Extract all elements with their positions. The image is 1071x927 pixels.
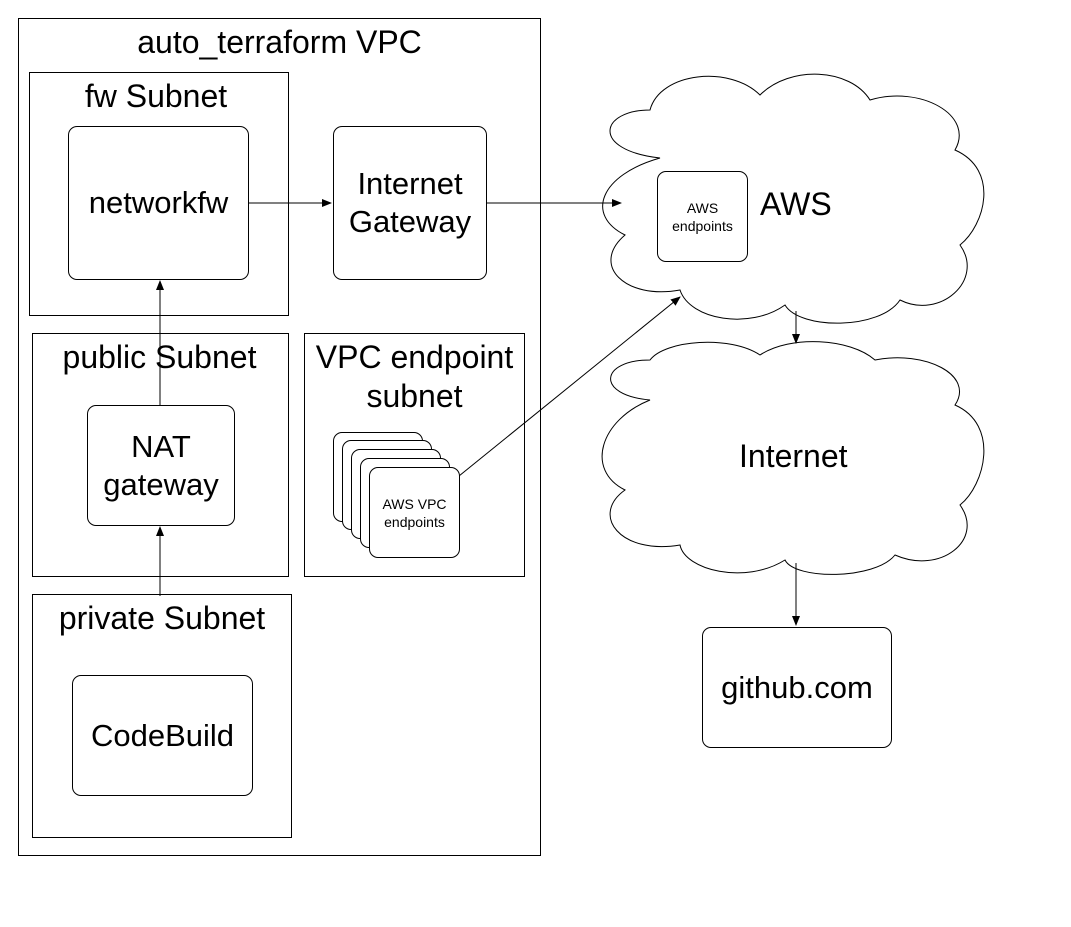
internet-cloud-label: Internet [739,438,848,474]
networkfw-label: networkfw [88,185,229,220]
github-label: github.com [721,669,873,705]
vpc-title: auto_terraform VPC [137,24,422,60]
aws-endpoints-label-line1: AWS [686,199,719,216]
arrow-vpce-to-aws [458,296,681,477]
private-subnet: private Subnet [32,594,292,838]
internet-gateway-label-line1: Internet [357,166,463,201]
github-node[interactable]: github.com [702,627,892,748]
vpc-endpoint-subnet-title-line2: subnet [366,378,463,414]
fw-subnet-title: fw Subnet [84,78,228,114]
internet-cloud-shape [601,341,985,575]
internet-gateway-label-line2: Gateway [348,204,472,239]
aws-cloud-label: AWS [760,186,832,222]
public-subnet-title: public Subnet [62,339,257,375]
networkfw-node[interactable]: networkfw [68,126,249,280]
vpc-endpoint-subnet: VPC endpoint subnet [304,333,525,577]
aws-endpoints-label-line2: endpoints [672,217,733,234]
vpc-container: auto_terraform VPC [18,18,541,856]
codebuild-label: CodeBuild [90,717,235,753]
codebuild-node[interactable]: CodeBuild [72,675,253,796]
public-subnet: public Subnet [32,333,289,577]
vpc-endpoint-subnet-title-line1: VPC endpoint [315,339,514,375]
fw-subnet: fw Subnet [29,72,289,316]
nat-gateway-label-line2: gateway [103,466,219,502]
private-subnet-title: private Subnet [58,600,266,636]
internet-gateway-node[interactable]: Internet Gateway [333,126,487,280]
vpc-endpoints-label-line1: AWS VPC [382,495,447,512]
vpc-endpoints-label-line2: endpoints [384,513,445,530]
aws-endpoints-node[interactable]: AWS endpoints [657,171,748,262]
vpc-endpoints-node[interactable]: AWS VPC endpoints [369,467,460,558]
nat-gateway-node[interactable]: NAT gateway [87,405,235,526]
nat-gateway-label-line1: NAT [131,428,191,464]
